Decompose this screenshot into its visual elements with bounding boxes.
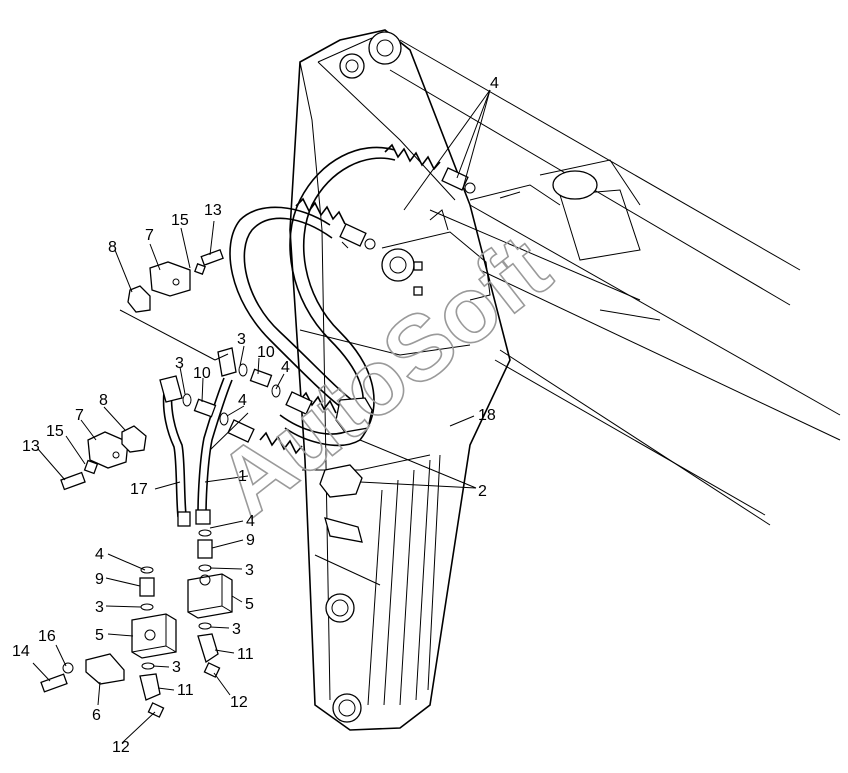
callout-17: 17	[130, 481, 148, 498]
callout-4: 4	[238, 392, 247, 409]
callout-4: 4	[281, 359, 290, 376]
pipes-and-fittings	[119, 309, 281, 527]
callout-1: 1	[238, 468, 247, 485]
boom-cylinder	[389, 39, 841, 526]
callout-2: 2	[478, 483, 487, 500]
callout-6: 6	[92, 707, 101, 724]
callout-3: 3	[175, 355, 184, 372]
callout-7: 7	[145, 227, 154, 244]
callout-labels: 4 18 2 13 15 7 8 3 3 10 10 4 4 8 7 15 13…	[12, 75, 499, 756]
callout-7: 7	[75, 407, 84, 424]
callout-12: 12	[230, 694, 248, 711]
callout-11: 11	[237, 646, 254, 663]
bracket-assemblies	[60, 248, 224, 491]
boom-arm	[289, 29, 511, 731]
callout-3: 3	[95, 599, 104, 616]
callout-4: 4	[95, 546, 104, 563]
callout-3: 3	[245, 562, 254, 579]
callout-13: 13	[204, 202, 222, 219]
callout-15: 15	[171, 212, 189, 229]
callout-5: 5	[95, 627, 104, 644]
callout-14: 14	[12, 643, 30, 660]
callout-3: 3	[232, 621, 241, 638]
callout-18: 18	[478, 407, 496, 424]
callout-9: 9	[246, 532, 255, 549]
callout-9: 9	[95, 571, 104, 588]
callout-10: 10	[257, 344, 275, 361]
callout-3: 3	[237, 331, 246, 348]
callout-8: 8	[108, 239, 117, 256]
valve-blocks	[40, 529, 233, 718]
callout-10: 10	[193, 365, 211, 382]
callout-13: 13	[22, 438, 40, 455]
callout-5: 5	[245, 596, 254, 613]
callout-12: 12	[112, 739, 130, 756]
callout-16: 16	[38, 628, 56, 645]
leader-lines	[32, 89, 491, 744]
callout-4: 4	[246, 513, 255, 530]
callout-3: 3	[172, 659, 181, 676]
callout-15: 15	[46, 423, 64, 440]
clamps-on-arm	[319, 209, 449, 543]
callout-4: 4	[490, 75, 499, 92]
callout-11: 11	[177, 682, 194, 699]
callout-8: 8	[99, 392, 108, 409]
